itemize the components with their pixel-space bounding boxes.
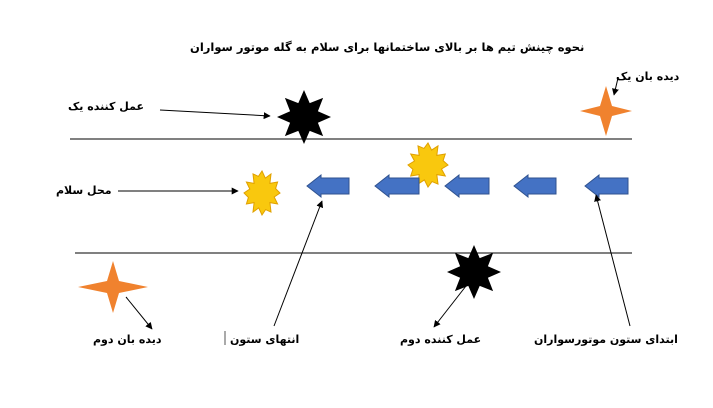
pointer-operative-one [159, 109, 271, 120]
label-operative-one: عمل کننده یک [68, 100, 144, 113]
column-arrow [306, 173, 350, 199]
pointer-observer-two [125, 296, 153, 330]
label-column-end: انتهای ستون [230, 333, 300, 346]
column-arrow [513, 173, 557, 199]
column-arrows [306, 173, 629, 199]
pointer-observer-one [612, 77, 619, 96]
column-arrow [444, 173, 490, 199]
explosion-upper-icon [407, 142, 449, 188]
column-arrow [584, 173, 629, 199]
column-arrow [374, 173, 420, 199]
label-observer-one: دیده بان یک [616, 70, 680, 83]
pointer-operative-two [433, 285, 467, 328]
label-greeting-place: محل سلام [56, 184, 112, 197]
operative-two-icon [447, 245, 501, 299]
label-operative-two: عمل کننده دوم [400, 333, 482, 346]
label-column-start: ابتدای ستون موتورسواران [534, 333, 678, 346]
label-observer-two: دیده بان دوم [93, 333, 162, 346]
pointer-column-end [273, 200, 324, 327]
operative-one-icon [277, 90, 331, 144]
explosion-greeting-icon [243, 169, 281, 217]
pointer-column-start [594, 194, 631, 327]
observer-one-icon [580, 86, 632, 136]
observer-two-icon [78, 261, 148, 313]
diagram-title: نحوه چینش تیم ها بر بالای ساختمانها برای… [190, 40, 585, 54]
